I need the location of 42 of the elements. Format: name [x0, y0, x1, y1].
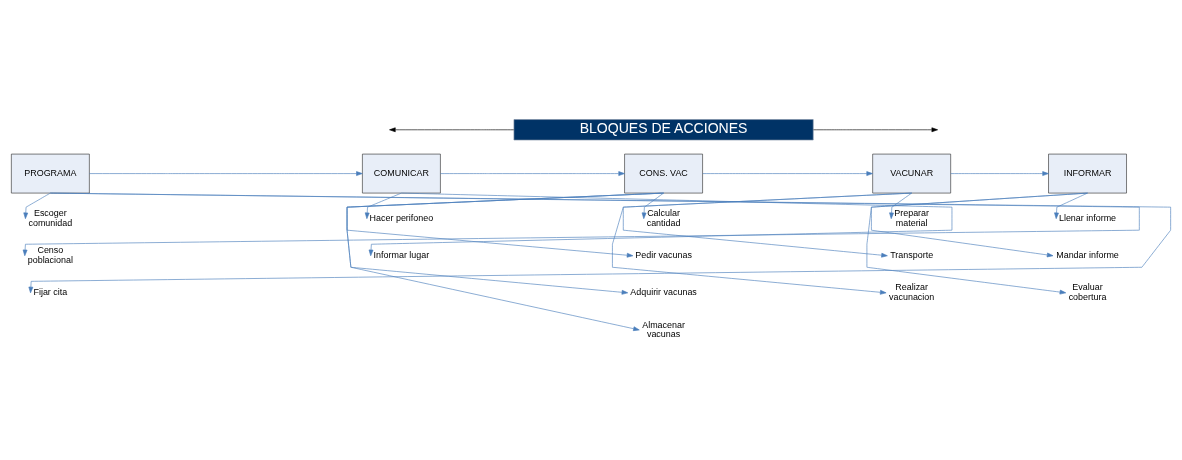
- arrow: [813, 126, 938, 132]
- arrow: [389, 126, 515, 132]
- arrow: [346, 192, 664, 258]
- arrow: [22, 192, 1140, 256]
- node-text: Escoger comunidad: [28, 207, 73, 228]
- arrow: [368, 192, 953, 256]
- arrow: [866, 192, 1088, 294]
- node-text: Hacer perifoneo: [369, 212, 434, 223]
- arrow: [871, 192, 1088, 257]
- node-text: Preparar material: [894, 207, 930, 228]
- node-text: Calcular cantidad: [646, 207, 681, 228]
- arrow: [889, 192, 912, 219]
- arrow: [346, 192, 664, 295]
- arrow: [1054, 192, 1088, 219]
- node-box: CONS. VAC: [624, 153, 703, 193]
- arrow: [28, 192, 1171, 293]
- node-box: VACUNAR: [872, 153, 951, 193]
- node-text: Mandar informe: [1056, 249, 1119, 260]
- node-text: Pedir vacunas: [635, 249, 692, 260]
- node-box: BLOQUES DE ACCIONES: [513, 118, 814, 140]
- node-text: Almacenar vacunas: [642, 319, 685, 339]
- arrow: [440, 170, 625, 176]
- arrow: [346, 192, 664, 331]
- node-text: Evaluar cobertura: [1068, 281, 1107, 302]
- arrow: [622, 192, 912, 258]
- node-box: INFORMAR: [1048, 153, 1127, 193]
- arrow: [612, 192, 912, 295]
- arrow: [950, 170, 1049, 176]
- arrow: [641, 192, 664, 219]
- arrow: [23, 192, 51, 219]
- node-text: Censo poblacional: [27, 244, 73, 265]
- arrow: [702, 170, 873, 176]
- node-box: COMUNICAR: [362, 153, 441, 193]
- arrow: [89, 170, 363, 176]
- node-text: Realizar vacunacion: [889, 281, 935, 302]
- arrow: [364, 192, 402, 219]
- node-text: Adquirir vacunas: [630, 286, 697, 297]
- node-text: Transporte: [890, 249, 934, 260]
- node-text: Fijar cita: [33, 286, 68, 297]
- node-box: PROGRAMA: [11, 153, 90, 193]
- node-text: Llenar informe: [1058, 212, 1117, 223]
- node-text: Informar lugar: [373, 249, 430, 260]
